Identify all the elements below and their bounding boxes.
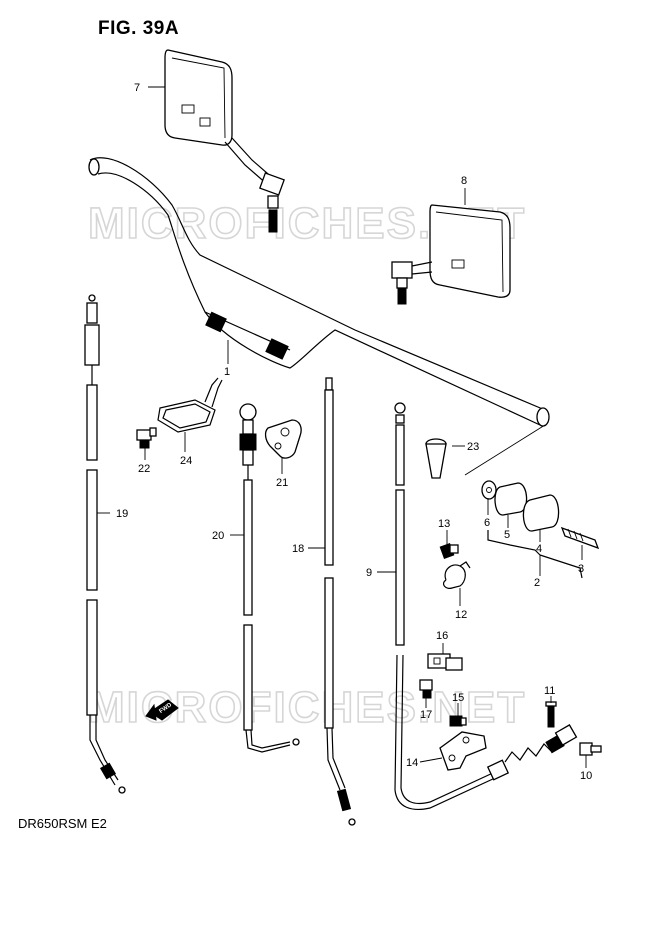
mirror-left xyxy=(164,49,285,233)
callout-14: 14 xyxy=(406,757,418,769)
callout-21: 21 xyxy=(276,477,288,489)
callout-10: 10 xyxy=(580,770,592,782)
callout-23: 23 xyxy=(467,441,479,453)
callout-24: 24 xyxy=(180,455,192,467)
cable-9 xyxy=(394,402,578,811)
clip-12 xyxy=(442,561,471,589)
grip-weight-assembly xyxy=(464,424,600,579)
cable-20 xyxy=(239,403,300,753)
model-code: DR650RSM E2 xyxy=(18,816,107,831)
screw-15 xyxy=(449,715,467,727)
callout-20: 20 xyxy=(212,530,224,542)
bracket-16 xyxy=(427,653,463,671)
bolt-17 xyxy=(419,679,433,699)
callout-5: 5 xyxy=(504,529,510,541)
bolt-13 xyxy=(439,543,459,559)
callout-6: 6 xyxy=(484,517,490,529)
callout-13: 13 xyxy=(438,518,450,530)
callout-8: 8 xyxy=(461,175,467,187)
callout-19: 19 xyxy=(116,508,128,520)
leader-lines xyxy=(97,86,587,768)
callout-16: 16 xyxy=(436,630,448,642)
callout-22: 22 xyxy=(138,463,150,475)
bolt-10 xyxy=(579,742,602,756)
callout-1: 1 xyxy=(224,366,230,378)
callout-7: 7 xyxy=(134,82,140,94)
bracket-21 xyxy=(264,419,302,459)
callout-18: 18 xyxy=(292,543,304,555)
callout-9: 9 xyxy=(366,567,372,579)
callout-17: 17 xyxy=(420,709,432,721)
fwd-marker: FWD xyxy=(145,699,179,721)
pin-11 xyxy=(545,701,557,728)
callout-15: 15 xyxy=(452,692,464,704)
callout-12: 12 xyxy=(455,609,467,621)
callout-11: 11 xyxy=(544,685,555,697)
boot-23 xyxy=(425,438,447,479)
clamp-24 xyxy=(157,377,223,433)
cable-19 xyxy=(84,294,126,794)
bracket-14 xyxy=(439,731,487,771)
figure-title: FIG. 39A xyxy=(98,18,180,39)
callout-2: 2 xyxy=(534,577,540,589)
mirror-right xyxy=(391,204,511,305)
callout-3: 3 xyxy=(578,563,584,575)
callouts: 7 8 1 22 24 21 20 19 18 9 23 6 5 4 2 3 1… xyxy=(116,82,592,782)
callout-4: 4 xyxy=(536,543,542,555)
cable-18 xyxy=(324,377,356,826)
bolt-22 xyxy=(136,427,157,449)
handlebar xyxy=(88,157,550,427)
